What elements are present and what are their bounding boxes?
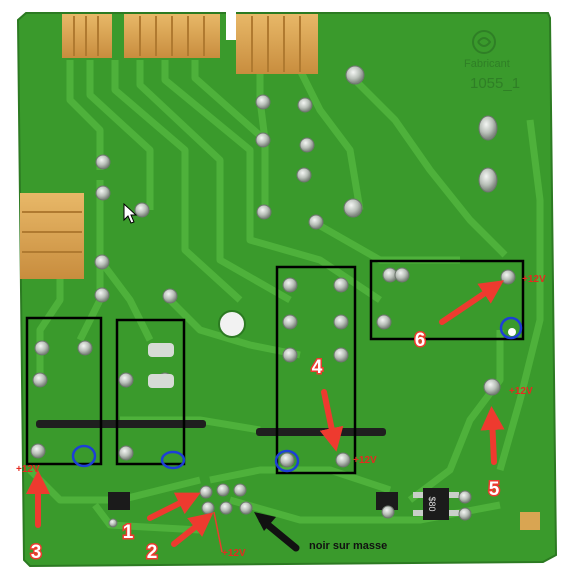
board-notch (226, 10, 236, 40)
board-slot (256, 428, 386, 436)
arrow-4 (319, 389, 344, 452)
arrow-2 (171, 512, 214, 547)
marker-3: 3 (31, 542, 42, 563)
box-relay-2 (115, 318, 186, 466)
box-relay-4 (275, 265, 357, 475)
blue-circles (71, 316, 523, 473)
blue-circle (274, 449, 300, 473)
marker-6: 6 (415, 330, 426, 351)
voltage-label-5: +12V (509, 386, 533, 397)
voltage-labels: +12V +12V +12V +12V +12V (16, 274, 546, 559)
relay-pads (148, 343, 174, 388)
blue-circle (71, 444, 97, 468)
ground-note: noir sur masse (309, 540, 387, 552)
voltage-label-3: +12V (16, 464, 40, 475)
manufacturer-logo (472, 30, 496, 54)
arrow-1 (147, 492, 201, 521)
board-slot (36, 420, 206, 428)
voltage-label-4: +12V (353, 455, 377, 466)
marker-4: 4 (312, 357, 323, 378)
top-connectors (62, 14, 318, 74)
blue-circle (499, 316, 523, 340)
blue-circle (160, 450, 186, 470)
mouse-cursor-icon (123, 202, 138, 224)
annotation-boxes (25, 259, 525, 475)
arrow-5 (480, 406, 505, 465)
marker-1: 1 (123, 522, 134, 543)
silkscreen: Fabricant 1055_1 (36, 30, 540, 530)
smd-chip: $80 (413, 488, 459, 520)
arrow-6 (439, 280, 504, 325)
smd-transistor (108, 492, 398, 510)
mounting-hole (508, 328, 516, 336)
marker-5: 5 (489, 479, 500, 500)
box-relay-3 (25, 316, 103, 466)
chip-marking: $80 (427, 496, 437, 511)
box-relay-6 (369, 259, 525, 341)
voltage-label-2: +12V (222, 548, 246, 559)
thin-red-line (213, 511, 223, 553)
left-connector (20, 193, 84, 279)
black-arrow (254, 512, 300, 552)
silkscreen-line2: 1055_1 (470, 75, 520, 92)
mounting-hole (218, 310, 246, 338)
number-markers: 1 2 3 4 5 6 (29, 329, 501, 565)
red-arrows (26, 280, 505, 547)
marker-2: 2 (147, 542, 158, 563)
corner-pad (520, 512, 540, 530)
solder-pads (30, 65, 516, 528)
voltage-label-6: +12V (522, 274, 546, 285)
silkscreen-line1: Fabricant (464, 58, 510, 70)
